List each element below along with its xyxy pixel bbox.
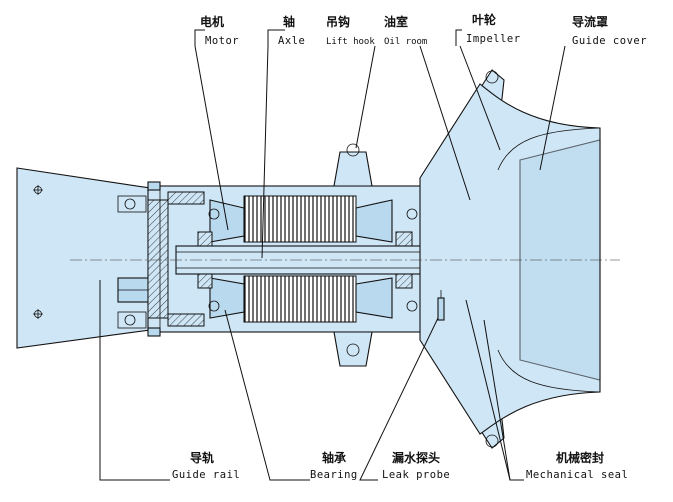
svg-text:Axle: Axle xyxy=(278,35,305,47)
svg-text:机械密封: 机械密封 xyxy=(556,450,604,465)
label-lift-hook: 吊钩 Lift hook xyxy=(326,14,375,47)
svg-text:Guide rail: Guide rail xyxy=(172,469,240,481)
stator-windings xyxy=(208,195,418,323)
svg-text:Guide cover: Guide cover xyxy=(572,35,647,47)
leader-lines xyxy=(99,29,566,481)
svg-text:Mechanical seal: Mechanical seal xyxy=(526,469,628,481)
lift-hook xyxy=(333,143,373,367)
svg-text:轴承: 轴承 xyxy=(322,450,346,465)
label-guide-cover: 导流罩 Guide cover xyxy=(572,14,647,47)
svg-text:轴: 轴 xyxy=(283,14,295,29)
svg-text:电机: 电机 xyxy=(200,14,224,29)
label-oil-room: 油室 Oil room xyxy=(384,14,427,47)
svg-text:吊钩: 吊钩 xyxy=(326,14,350,29)
svg-text:漏水探头: 漏水探头 xyxy=(392,450,440,465)
label-impeller: 叶轮 Impeller xyxy=(466,12,521,45)
label-motor: 电机 Motor xyxy=(200,14,239,47)
svg-text:Leak probe: Leak probe xyxy=(382,469,450,481)
svg-text:Oil room: Oil room xyxy=(384,37,427,47)
svg-text:油室: 油室 xyxy=(384,14,408,29)
svg-text:Impeller: Impeller xyxy=(466,33,521,45)
bearings xyxy=(197,231,413,289)
svg-text:Bearing: Bearing xyxy=(310,469,358,481)
svg-text:叶轮: 叶轮 xyxy=(472,12,497,27)
svg-text:Motor: Motor xyxy=(205,35,239,47)
leak-probe xyxy=(437,290,445,321)
label-guide-rail: 导轨 Guide rail xyxy=(172,450,240,481)
label-bearing: 轴承 Bearing xyxy=(310,450,358,481)
svg-text:导轨: 导轨 xyxy=(190,450,214,465)
guide-cover xyxy=(419,83,601,435)
label-leak-probe: 漏水探头 Leak probe xyxy=(382,450,450,481)
label-mechanical-seal: 机械密封 Mechanical seal xyxy=(526,450,628,481)
svg-text:导流罩: 导流罩 xyxy=(572,14,608,29)
svg-text:Lift hook: Lift hook xyxy=(326,37,375,47)
label-axle: 轴 Axle xyxy=(278,14,305,47)
guide-rail-bracket xyxy=(16,167,153,349)
